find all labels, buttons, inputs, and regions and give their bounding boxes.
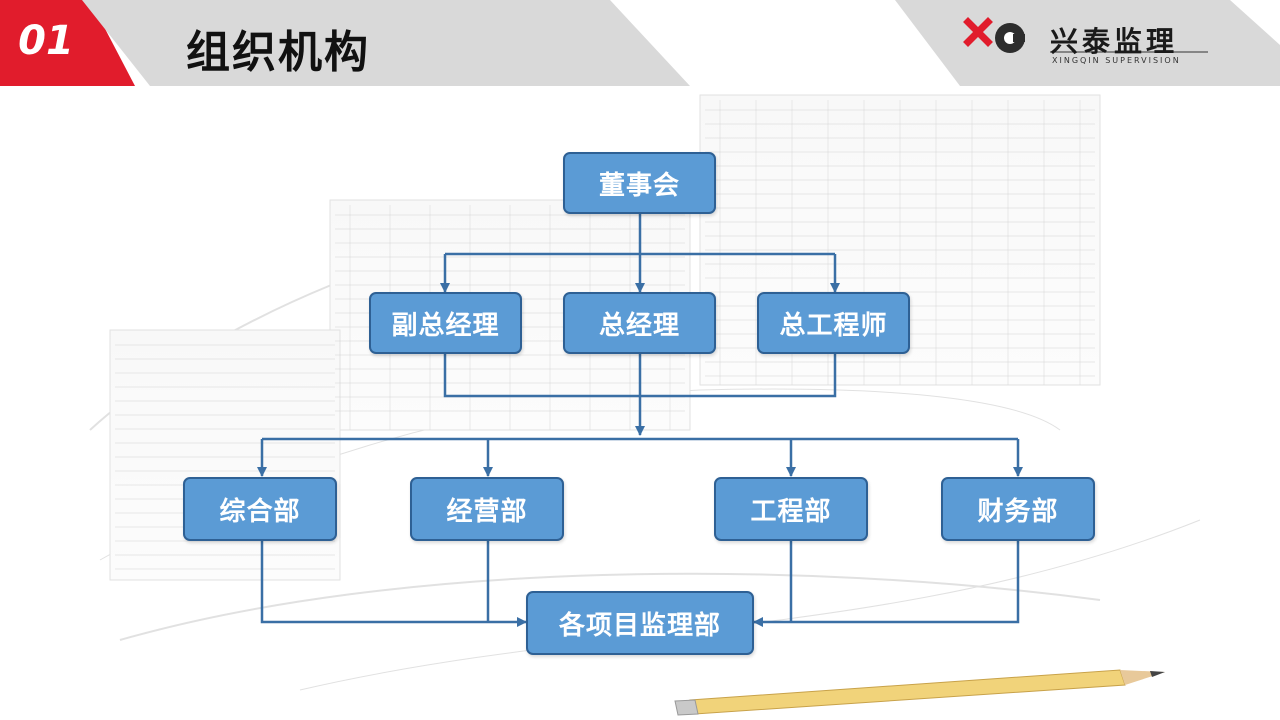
org-box-gm: 总经理 — [563, 292, 716, 354]
org-box-engineering-dept: 工程部 — [714, 477, 868, 541]
brand-subtitle: XINGQIN SUPERVISION — [1052, 56, 1181, 65]
pencil-decoration — [674, 669, 1165, 716]
org-box-board: 董事会 — [563, 152, 716, 214]
connector-left-to-project-office — [260, 540, 527, 627]
page-title: 组织机构 — [186, 27, 370, 78]
org-box-business-dept: 经营部 — [410, 477, 564, 541]
org-box-project-office: 各项目监理部 — [526, 591, 754, 655]
header-title-band — [82, 0, 690, 86]
org-box-chief-engineer: 总工程师 — [757, 292, 910, 354]
connector-right-to-project-office — [753, 540, 1020, 627]
building-window-lines — [115, 109, 1095, 570]
section-number: 01 — [18, 18, 74, 64]
org-box-deputy-gm: 副总经理 — [369, 292, 522, 354]
brand-name: 兴泰监理 — [1050, 25, 1179, 58]
company-logo-icon — [963, 17, 1025, 53]
org-box-general-dept: 综合部 — [183, 477, 337, 541]
org-box-finance-dept: 财务部 — [941, 477, 1095, 541]
